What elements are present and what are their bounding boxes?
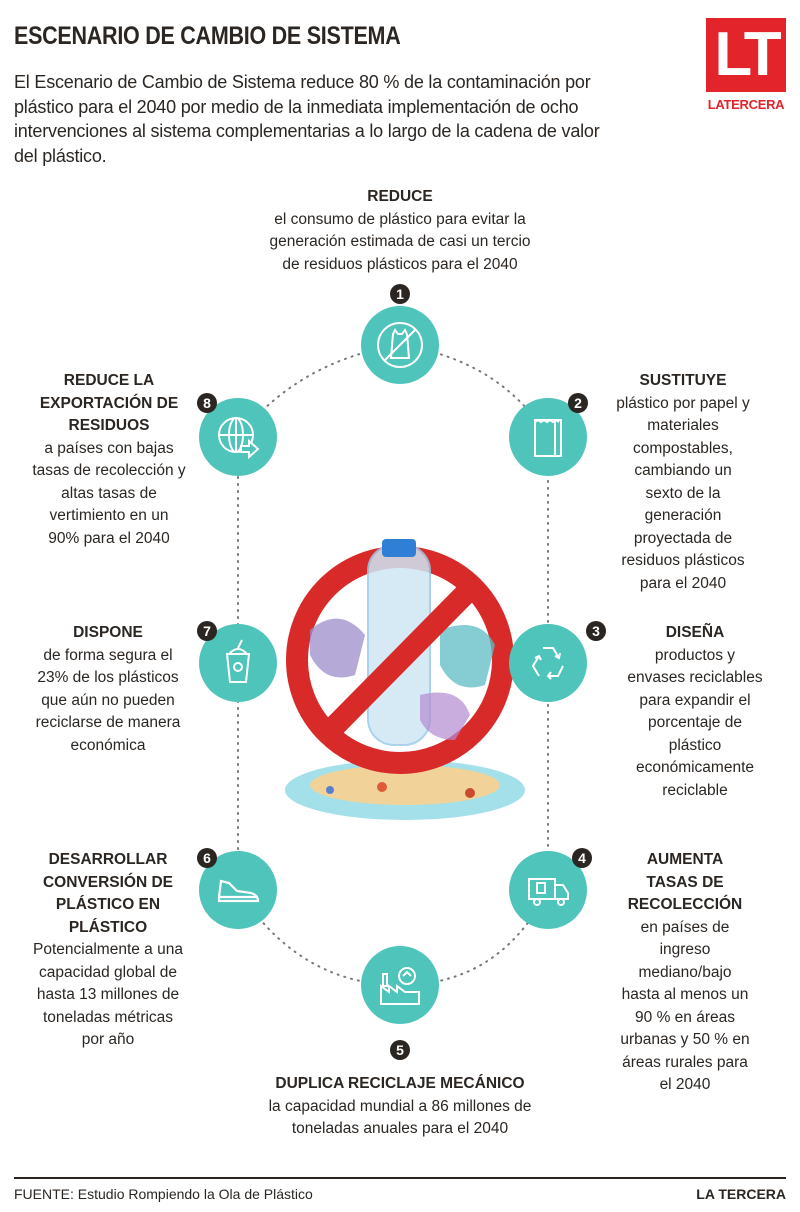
intervention-text-6: DESARROLLAR CONVERSIÓN DE PLÁSTICO EN PL… [18,849,198,1052]
step-number-7: 7 [197,621,217,641]
body: la capacidad mundial a 86 millones de to… [268,1097,532,1138]
intervention-text-5: DUPLICA RECICLAJE MECÁNICO la capacidad m… [220,1073,580,1141]
step-number-4: 4 [572,848,592,868]
sand-island [310,765,500,805]
intervention-text-3: DISEÑA productos y envases reciclables pa… [610,622,780,802]
footer-brand: LA TERCERA [696,1186,786,1202]
heading: DUPLICA RECICLAJE MECÁNICO [275,1075,525,1092]
recycle-icon [509,624,587,702]
source-note: FUENTE: Estudio Rompiendo la Ola de Plás… [14,1186,313,1202]
heading: REDUCE [367,188,433,205]
heading: DESARROLLAR CONVERSIÓN DE PLÁSTICO EN PL… [42,851,174,936]
prohibited-plastic-bottle-illustration [285,539,525,820]
step-number-8: 8 [197,393,217,413]
body: a países con bajas tasas de recolección … [32,439,186,547]
no-plastic-bag-icon [361,306,439,384]
intervention-text-1: REDUCE el consumo de plástico para evitar… [220,186,580,276]
heading: AUMENTA TASAS DE RECOLECCIÓN [627,851,743,913]
heading: DISEÑA [665,624,725,641]
step-number-1: 1 [390,284,410,304]
intervention-text-2: SUSTITUYE plástico por papel y materiales… [598,370,768,595]
recycling-factory-icon [361,946,439,1024]
step-number-2: 2 [568,393,588,413]
logo-text: LATERCERA [707,97,785,112]
step-number-6: 6 [197,848,217,868]
body: el consumo de plástico para evitar la ge… [269,210,531,273]
intervention-text-7: DISPONE de forma segura el 23% de los plá… [18,622,198,757]
intro-paragraph: El Escenario de Cambio de Sistema reduce… [14,72,600,166]
body: en países de ingreso mediano/bajo hasta … [620,918,750,1094]
body: plástico por papel y materiales composta… [616,394,750,592]
heading: REDUCE LA EXPORTACIÓN DE RESIDUOS [39,372,179,434]
step-number-5: 5 [390,1040,410,1060]
step-number-3: 3 [586,621,606,641]
footer-divider [14,1177,786,1179]
heading: SUSTITUYE [639,372,727,389]
body: de forma segura el 23% de los plásticos … [35,646,181,754]
page-title: ESCENARIO DE CAMBIO DE SISTEMA [14,22,401,50]
body: Potencialmente a una capacidad global de… [33,941,183,1048]
heading: DISPONE [73,624,143,641]
la-tercera-logo: LT [706,18,786,92]
body: productos y envases reciclables para exp… [627,646,763,799]
